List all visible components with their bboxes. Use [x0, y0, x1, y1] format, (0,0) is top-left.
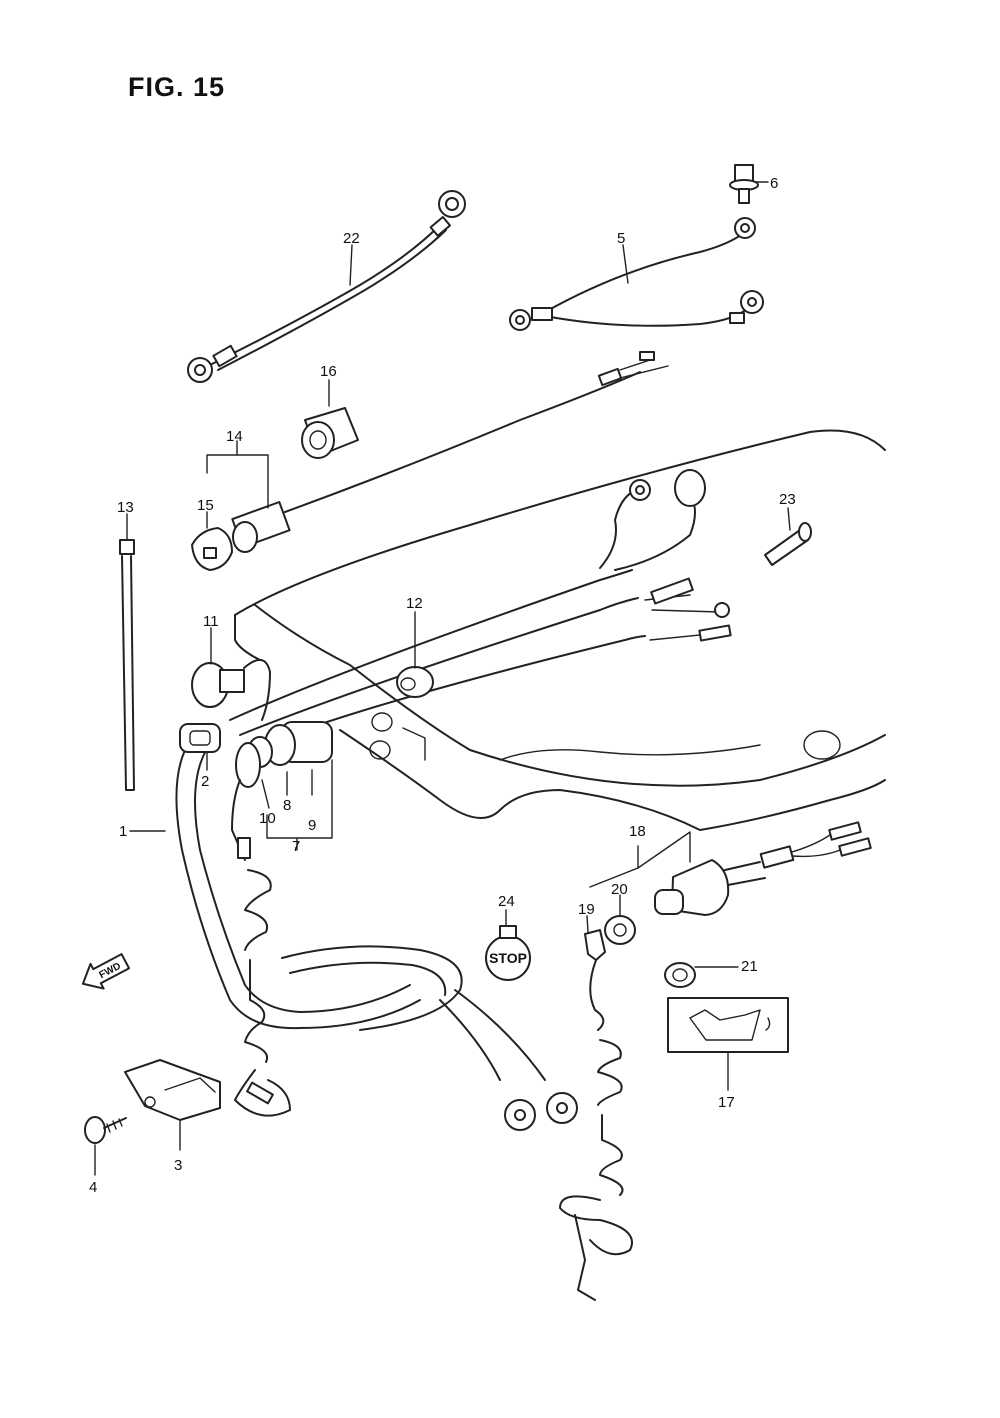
callout-10: 10: [259, 810, 276, 827]
ground-cable-22: [187, 190, 466, 383]
figure-title: FIG. 15: [128, 72, 226, 102]
stop-switch-14: [231, 351, 669, 553]
grommet-16: [301, 407, 359, 459]
stop-label: STOP: [489, 950, 527, 966]
callout-numbers: 1 2 3 4 5 6 7 8 9 10 11 12 13 14 15 16 1…: [89, 175, 796, 1196]
main-harness-1: [175, 469, 732, 1131]
oil-label-17: [667, 997, 789, 1053]
callout-24: 24: [498, 893, 515, 910]
callout-4: 4: [89, 1179, 97, 1196]
callout-14: 14: [226, 428, 243, 445]
callout-12: 12: [406, 595, 423, 612]
y-lead-5: [509, 217, 764, 331]
key-switch-7: [231, 721, 333, 1117]
callout-16: 16: [320, 363, 337, 380]
engine-cover: [234, 429, 886, 831]
callout-22: 22: [343, 230, 360, 247]
callout-7: 7: [292, 838, 300, 855]
callout-21: 21: [741, 958, 758, 975]
callout-18: 18: [629, 823, 646, 840]
cable-tie-13: [119, 539, 135, 791]
lanyard-19: [559, 929, 633, 1301]
stop-switch-18: [654, 821, 872, 916]
grommet-12: [396, 666, 434, 698]
callout-6: 6: [770, 175, 778, 192]
clamp-3: [124, 1059, 221, 1121]
callout-8: 8: [283, 797, 291, 814]
grommet-2: [179, 723, 221, 753]
callout-17: 17: [718, 1094, 735, 1111]
callout-1: 1: [119, 823, 127, 840]
switch-11: [191, 659, 271, 721]
nut-20: [604, 915, 636, 945]
fwd-arrow: FWD: [81, 953, 131, 990]
housing-port: [803, 730, 841, 760]
stop-badge-24: STOP: [485, 925, 531, 981]
leader-lines: [94, 244, 791, 1176]
callout-2: 2: [201, 773, 209, 790]
callout-13: 13: [117, 499, 134, 516]
washer-21: [664, 962, 696, 988]
callout-19: 19: [578, 901, 595, 918]
callout-9: 9: [308, 817, 316, 834]
screw-4: [84, 1116, 127, 1144]
bolt-6: [729, 164, 769, 204]
callout-20: 20: [611, 881, 628, 898]
callout-15: 15: [197, 497, 214, 514]
callout-3: 3: [174, 1157, 182, 1174]
callout-11: 11: [203, 613, 219, 630]
bolt-23: [764, 522, 812, 566]
callout-5: 5: [617, 230, 625, 247]
callout-23: 23: [779, 491, 796, 508]
cap-15: [191, 527, 233, 571]
